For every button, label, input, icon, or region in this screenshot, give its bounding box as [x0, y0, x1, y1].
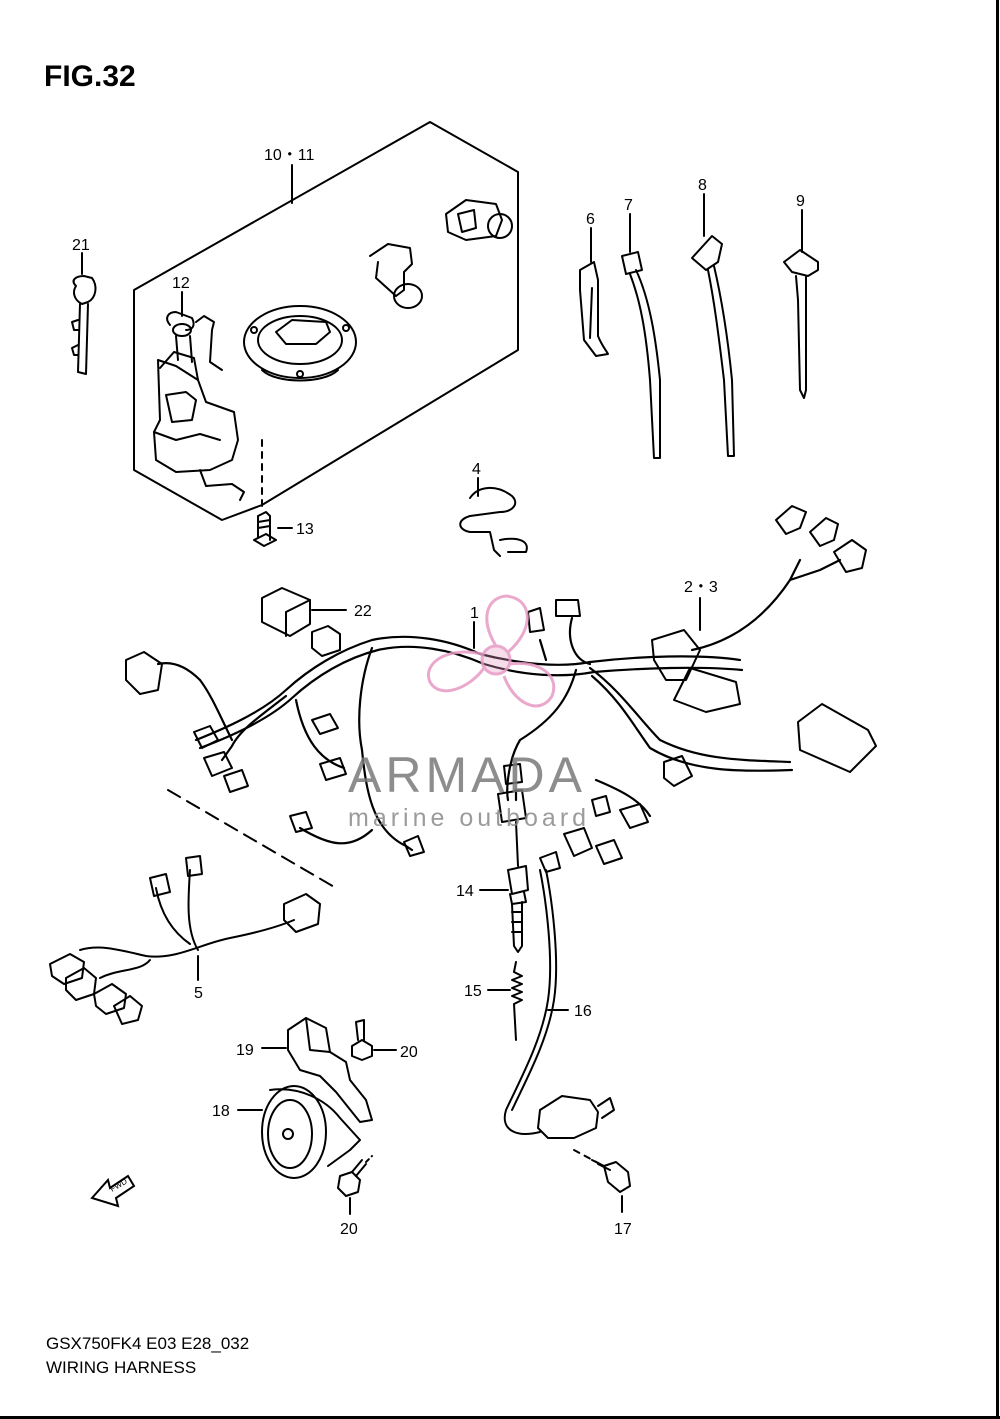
- callout-9: 9: [796, 193, 805, 210]
- clamp-7: [621, 251, 661, 459]
- callout-21: 21: [72, 237, 90, 254]
- callout-13: 13: [296, 521, 314, 538]
- callout-5: 5: [194, 985, 203, 1002]
- side-stand-switch-16: [503, 869, 615, 1139]
- callout-20-lower: 20: [340, 1221, 358, 1238]
- kit-box-outline: [133, 121, 519, 521]
- screw-13: [253, 511, 277, 547]
- clamp-8: [691, 235, 735, 457]
- figure-title: FIG.32: [44, 60, 136, 93]
- ignition-switch-12: [153, 311, 245, 501]
- frame-bottom-edge: [0, 1416, 1000, 1419]
- callout-8: 8: [698, 177, 707, 194]
- horn-bracket-19: [287, 1017, 373, 1123]
- spring-15: [511, 961, 523, 1041]
- callout-15: 15: [464, 983, 482, 1000]
- clip-4: [459, 487, 528, 557]
- bracket-6: [579, 261, 609, 357]
- fwd-arrow: FWD: [90, 1174, 136, 1208]
- oil-pressure-switch-14: [507, 821, 529, 953]
- callout-20-upper: 20: [400, 1044, 418, 1061]
- callout-4: 4: [472, 461, 481, 478]
- callout-16: 16: [574, 1003, 592, 1020]
- callout-17: 17: [614, 1221, 632, 1238]
- armada-watermark: ARMADA marine outboard: [348, 594, 590, 832]
- callout-2-3: 2・3: [684, 579, 718, 596]
- harness-connectors: [125, 505, 877, 873]
- callout-10-11: 10・11: [264, 147, 315, 164]
- seat-lock: [369, 243, 423, 309]
- bolt-20-upper: [351, 1019, 373, 1061]
- callout-labels: 10・11 21 12 13 6 7 8 9 4 2・3 22 1 14 15 …: [72, 147, 805, 1238]
- main-harness-1: [156, 558, 842, 852]
- callout-6: 6: [586, 211, 595, 228]
- model-code: GSX750FK4 E03 E28_032: [46, 1334, 250, 1353]
- relay-22: [261, 587, 341, 657]
- fuel-cap: [243, 305, 357, 382]
- propeller-logo: [427, 594, 556, 708]
- bolt-20-lower: [337, 1155, 373, 1197]
- helmet-lock: [445, 199, 513, 241]
- figure-name: WIRING HARNESS: [46, 1358, 197, 1377]
- callout-12: 12: [172, 275, 190, 292]
- sub-harness-5: [49, 789, 337, 1025]
- callout-1: 1: [470, 605, 479, 622]
- key-21: [71, 275, 97, 375]
- screw-17: [573, 1149, 631, 1193]
- callout-18: 18: [212, 1103, 230, 1120]
- callout-14: 14: [456, 883, 474, 900]
- watermark-tagline: marine outboard: [348, 804, 590, 832]
- frame-right-edge: [996, 0, 999, 1419]
- watermark-brand: ARMADA: [348, 747, 586, 803]
- callout-19: 19: [236, 1042, 254, 1059]
- callout-22: 22: [354, 603, 372, 620]
- callout-7: 7: [624, 197, 633, 214]
- clamp-9: [783, 249, 819, 399]
- horn-18: [261, 1085, 361, 1179]
